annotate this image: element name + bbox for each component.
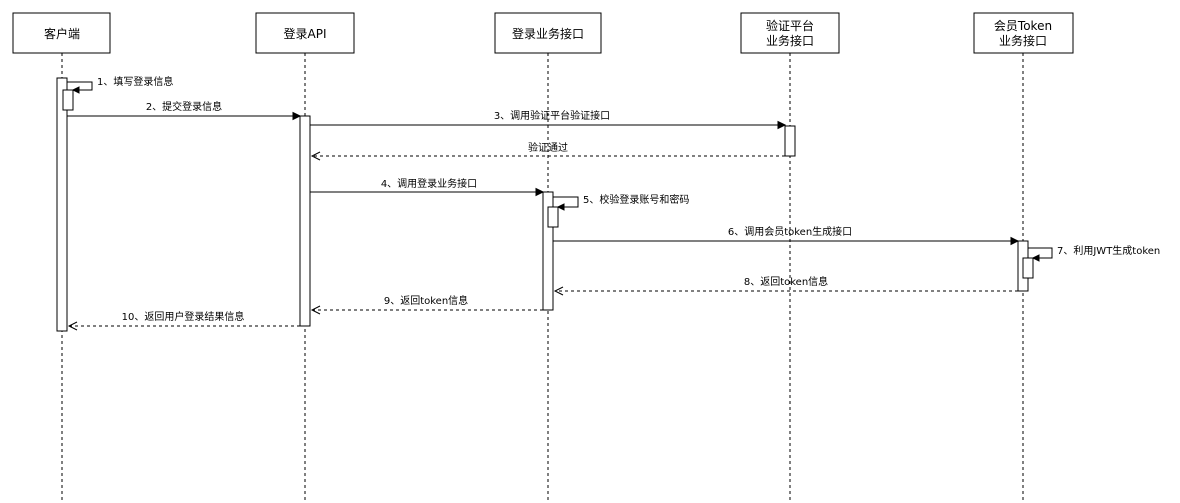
participant-box xyxy=(494,12,602,54)
arrow-head xyxy=(67,321,78,331)
message-label: 3、调用验证平台验证接口 xyxy=(494,109,610,122)
participant-label-line1: 验证平台 xyxy=(766,18,814,33)
participant-label: 客户端 xyxy=(44,26,80,41)
participant-label: 登录业务接口 xyxy=(512,26,584,41)
participant-label-line2: 业务接口 xyxy=(766,33,814,48)
activation-member-token-self xyxy=(1022,257,1034,279)
message-5: 5、校验登录账号和密码 xyxy=(553,193,689,211)
participant-label: 登录API xyxy=(284,26,327,41)
message-8: 8、返回token信息 xyxy=(553,275,1018,296)
arrow-head xyxy=(71,86,80,94)
message-line xyxy=(553,196,579,208)
activation-login-service-self xyxy=(547,206,559,228)
message-label: 9、返回token信息 xyxy=(384,294,468,307)
message-3: 3、调用验证平台验证接口 xyxy=(310,109,787,130)
arrow-head xyxy=(1031,254,1040,262)
participant-box xyxy=(740,12,840,54)
arrow-head xyxy=(553,286,564,296)
participant-label-line2: 业务接口 xyxy=(999,33,1047,48)
message-10: 10、返回用户登录结果信息 xyxy=(67,310,300,331)
arrow-head xyxy=(777,120,787,130)
message-label: 1、填写登录信息 xyxy=(97,75,173,88)
message-2: 2、提交登录信息 xyxy=(67,100,302,121)
message-label: 4、调用登录业务接口 xyxy=(381,177,477,190)
arrow-head xyxy=(556,203,565,211)
arrow-head xyxy=(310,151,321,161)
participant-label-line1: 会员Token xyxy=(994,19,1052,33)
message-label: 6、调用会员token生成接口 xyxy=(728,225,852,238)
activation-verify-platform xyxy=(784,125,796,157)
activation-client xyxy=(56,77,68,332)
message-6: 6、调用会员token生成接口 xyxy=(553,225,1020,246)
message-label: 5、校验登录账号和密码 xyxy=(583,193,689,206)
arrow-head xyxy=(1010,236,1020,246)
participant-login-api[interactable]: 登录API xyxy=(255,12,355,54)
activation-login-service xyxy=(542,191,554,311)
message-label: 验证通过 xyxy=(528,141,568,154)
message-line xyxy=(1028,247,1053,259)
message-4: 4、调用登录业务接口 xyxy=(310,177,545,197)
message-7: 7、利用JWT生成token xyxy=(1028,244,1160,262)
message-1: 1、填写登录信息 xyxy=(67,75,173,94)
arrow-head xyxy=(310,305,321,315)
message-3-return: 验证通过 xyxy=(310,141,785,161)
participant-verify-platform[interactable]: 验证平台 业务接口 xyxy=(740,12,840,54)
participant-member-token[interactable]: 会员Token 业务接口 xyxy=(973,12,1074,54)
message-label: 8、返回token信息 xyxy=(744,275,828,288)
participant-client[interactable]: 客户端 xyxy=(12,12,111,54)
participant-box xyxy=(255,12,355,54)
arrow-head xyxy=(535,187,545,197)
participant-box xyxy=(12,12,111,54)
participant-box xyxy=(973,12,1074,54)
message-line xyxy=(67,81,93,91)
message-label: 10、返回用户登录结果信息 xyxy=(122,310,245,323)
message-label: 7、利用JWT生成token xyxy=(1057,244,1160,257)
message-9: 9、返回token信息 xyxy=(310,294,543,315)
participant-login-service[interactable]: 登录业务接口 xyxy=(494,12,602,54)
arrow-head xyxy=(292,111,302,121)
message-label: 2、提交登录信息 xyxy=(146,100,222,113)
activation-client-self xyxy=(62,89,74,111)
activation-login-api xyxy=(299,115,311,327)
